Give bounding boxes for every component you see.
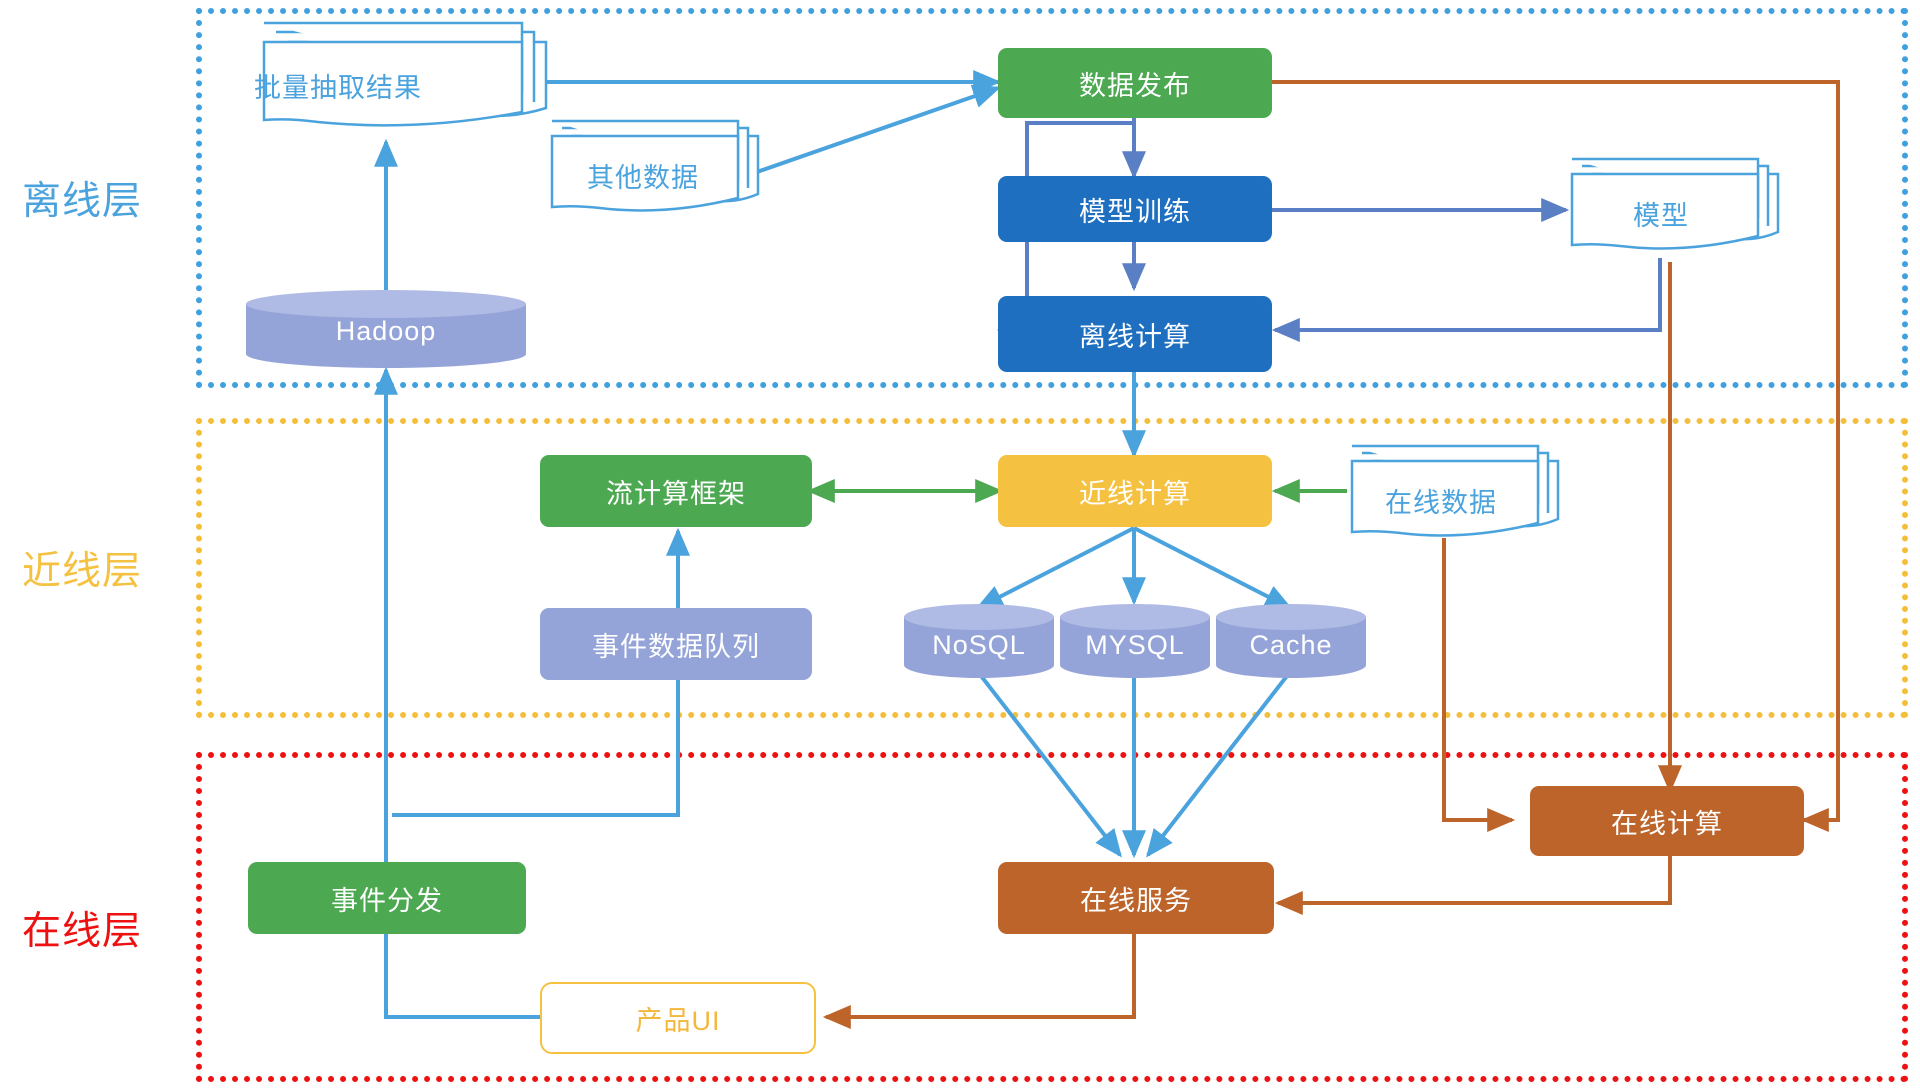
node-data-publish[interactable]: 数据发布 xyxy=(998,48,1272,118)
doc-online-data: 在线数据 xyxy=(1348,444,1570,555)
doc-model: 模型 xyxy=(1568,157,1790,268)
node-stream-framework[interactable]: 流计算框架 xyxy=(540,455,812,527)
node-nearline-compute[interactable]: 近线计算 xyxy=(998,455,1272,527)
node-online-compute[interactable]: 在线计算 xyxy=(1530,786,1804,856)
layer-label-online: 在线层 xyxy=(22,910,143,953)
node-label-data-publish: 数据发布 xyxy=(1079,70,1191,101)
node-label-model-training: 模型训练 xyxy=(1079,196,1191,227)
node-label-event-queue: 事件数据队列 xyxy=(592,631,760,662)
node-model-training[interactable]: 模型训练 xyxy=(998,176,1272,242)
node-product-ui[interactable]: 产品UI xyxy=(540,982,816,1054)
doc-other-data: 其他数据 xyxy=(548,119,770,230)
node-label-event-dispatch: 事件分发 xyxy=(331,885,443,916)
cylinder-cache[interactable]: Cache xyxy=(1216,604,1366,678)
node-event-dispatch[interactable]: 事件分发 xyxy=(248,862,526,934)
layer-label-nearline: 近线层 xyxy=(22,550,143,593)
cylinder-hadoop[interactable]: Hadoop xyxy=(246,290,526,368)
cylinder-nosql[interactable]: NoSQL xyxy=(904,604,1054,678)
layer-label-offline: 离线层 xyxy=(22,180,143,223)
doc-batch-extract-result: 批量抽取结果 xyxy=(254,21,558,142)
node-label-online-service: 在线服务 xyxy=(1080,885,1192,916)
node-event-queue[interactable]: 事件数据队列 xyxy=(540,608,812,680)
node-label-stream-framework: 流计算框架 xyxy=(606,478,746,509)
node-label-offline-compute: 离线计算 xyxy=(1079,321,1191,352)
node-label-nearline-compute: 近线计算 xyxy=(1079,478,1191,509)
node-offline-compute[interactable]: 离线计算 xyxy=(998,296,1272,372)
node-label-product-ui: 产品UI xyxy=(635,1005,721,1036)
node-online-service[interactable]: 在线服务 xyxy=(998,862,1274,934)
node-label-online-compute: 在线计算 xyxy=(1611,808,1723,839)
cylinder-mysql[interactable]: MYSQL xyxy=(1060,604,1210,678)
layer-band-offline xyxy=(196,8,1908,388)
